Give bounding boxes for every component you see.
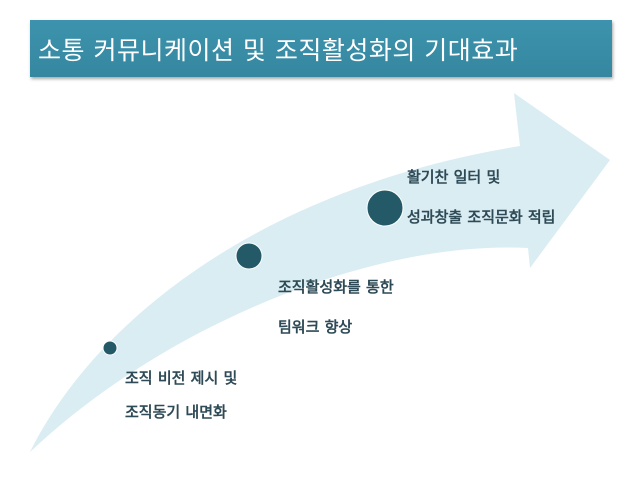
- stage-1-line-1: 조직 비전 제시 및: [125, 369, 238, 387]
- stage-2-dot: [235, 242, 263, 270]
- stage-3-line-2: 성과창출 조직문화 적립: [407, 208, 556, 226]
- stage-3-line-1: 활기찬 일터 및: [407, 168, 501, 186]
- stage-2-line-1: 조직활성화를 통한: [278, 278, 394, 296]
- curved-arrow: [30, 93, 610, 452]
- stage-1-line-2: 조직동기 내면화: [125, 403, 227, 421]
- title-bar: 소통 커뮤니케이션 및 조직활성화의 기대효과: [30, 20, 612, 77]
- stage-2-line-2: 팀워크 향상: [278, 318, 353, 336]
- stage-1-dot: [102, 340, 118, 356]
- slide-title: 소통 커뮤니케이션 및 조직활성화의 기대효과: [38, 35, 519, 65]
- stage-3-dot: [366, 189, 404, 227]
